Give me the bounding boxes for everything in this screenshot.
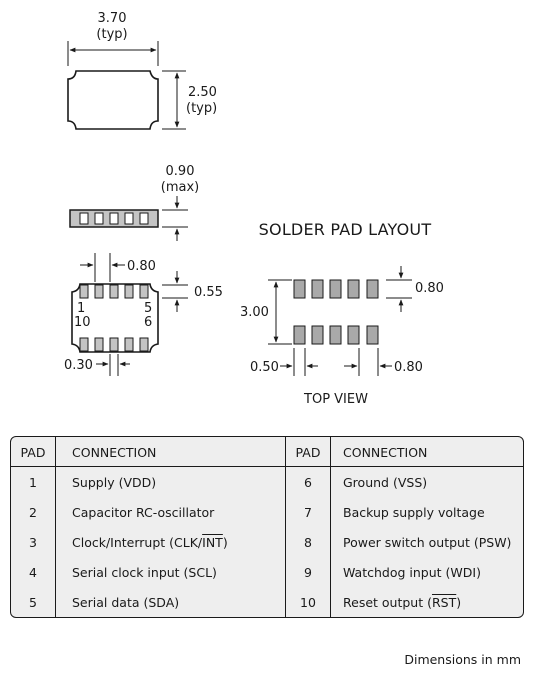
top-height-label: 2.50 — [188, 85, 217, 100]
solder-layout-title: SOLDER PAD LAYOUT — [259, 220, 432, 239]
pad-number-right: 9 — [286, 557, 331, 587]
pin-label-6: 6 — [144, 315, 152, 330]
connection-right: Ground (VSS) — [331, 467, 523, 497]
row-span-dimension — [268, 279, 292, 345]
top-view-label: TOP VIEW — [303, 392, 368, 407]
table-row: 3 Clock/Interrupt (CLK/INT) 8 Power switch … — [11, 527, 523, 557]
cell-text: Ground (VSS) — [343, 474, 428, 490]
side-view — [69, 209, 159, 228]
pin-pitch-dimension — [80, 253, 125, 282]
pin-label-1: 1 — [77, 301, 85, 316]
solder-pad-pitch-label: 0.80 — [394, 360, 423, 375]
table-header-row: PAD CONNECTION PAD CONNECTION — [11, 437, 523, 467]
connection-left: Serial data (SDA) — [56, 587, 286, 617]
cell-text: ) — [222, 534, 228, 550]
top-width-dimension — [67, 41, 159, 66]
pad-height-label: 0.55 — [194, 285, 223, 300]
connection-left: Capacitor RC-oscillator — [56, 497, 286, 527]
pad-number-right: 10 — [286, 587, 331, 617]
pad-row-height-label: 0.80 — [415, 281, 444, 296]
table-row: 1 Supply (VDD) 6 Ground (VSS) — [11, 467, 523, 497]
pin-pitch-label: 0.80 — [127, 259, 156, 274]
cell-text: Serial clock input (SCL) — [72, 564, 217, 580]
cell-text: Backup supply voltage — [343, 504, 485, 520]
cell-text: 6 — [304, 474, 312, 490]
pad-number-left: 1 — [11, 467, 56, 497]
pad-number-left: 2 — [11, 497, 56, 527]
connection-right: Backup supply voltage — [331, 497, 523, 527]
table-row: 2 Capacitor RC-oscillator 7 Backup supply v… — [11, 497, 523, 527]
pad-number-right: 8 — [286, 527, 331, 557]
header-connection-left: CONNECTION — [56, 437, 286, 467]
bottom-view-outline — [71, 283, 159, 353]
solder-pads-bottom-row — [293, 325, 379, 345]
pad-width-label: 0.30 — [64, 358, 93, 373]
connection-left: Supply (VDD) — [56, 467, 286, 497]
pad-width-dimension — [96, 354, 130, 376]
cell-text: 1 — [29, 474, 37, 490]
cell-text: 10 — [300, 594, 316, 610]
units-note: Dimensions in mm — [404, 652, 521, 667]
top-height-dimension — [162, 70, 186, 130]
cell-text: 2 — [29, 504, 37, 520]
table-row: 4 Serial clock input (SCL) 9 Watchdog input… — [11, 557, 523, 587]
pad-connection-table-container: PAD CONNECTION PAD CONNECTION 1 Supply (V… — [10, 436, 524, 618]
top-width-label: 3.70 — [98, 11, 127, 26]
cell-text: 9 — [304, 564, 312, 580]
row-span-label: 3.00 — [240, 305, 269, 320]
cell-text: Supply (VDD) — [72, 474, 157, 490]
cell-text: ) — [456, 594, 462, 610]
header-pad-left: PAD — [11, 437, 56, 467]
cell-text: Clock/Interrupt (CLK/ — [72, 534, 203, 550]
overlined-signal: INT — [202, 534, 223, 550]
connection-right: Watchdog input (WDI) — [331, 557, 523, 587]
header-pad-right: PAD — [286, 437, 331, 467]
cell-text: 8 — [304, 534, 312, 550]
side-thickness-note: (max) — [161, 180, 199, 195]
cell-text: 4 — [29, 564, 37, 580]
pad-number-right: 6 — [286, 467, 331, 497]
side-thickness-label: 0.90 — [166, 164, 195, 179]
pad-number-right: 7 — [286, 497, 331, 527]
cell-text: Reset output ( — [343, 594, 432, 610]
cell-text: 5 — [29, 594, 37, 610]
pin-label-5: 5 — [144, 301, 152, 316]
table-body: 1 Supply (VDD) 6 Ground (VSS) 2 Capacitor RC-… — [11, 467, 523, 617]
solder-pad-pitch-dimension — [344, 348, 392, 376]
cell-text: 3 — [29, 534, 37, 550]
cell-text: Serial data (SDA) — [72, 594, 180, 610]
pad-connection-table: PAD CONNECTION PAD CONNECTION 1 Supply (V… — [10, 436, 524, 618]
pad-row-height-dimension — [386, 266, 412, 312]
solder-pad-width-dimension — [280, 348, 318, 376]
connection-right: Reset output (RST) — [331, 587, 523, 617]
table-row: 5 Serial data (SDA) 10 Reset output (RST) — [11, 587, 523, 617]
connection-left: Serial clock input (SCL) — [56, 557, 286, 587]
cell-text: Capacitor RC-oscillator — [72, 504, 215, 520]
pin-label-10: 10 — [74, 315, 91, 330]
side-thickness-dimension — [162, 196, 188, 241]
solder-pad-width-label: 0.50 — [250, 360, 279, 375]
pad-number-left: 5 — [11, 587, 56, 617]
connection-left: Clock/Interrupt (CLK/INT) — [56, 527, 286, 557]
solder-pads-top-row — [293, 279, 379, 299]
pad-number-left: 3 — [11, 527, 56, 557]
header-connection-right: CONNECTION — [331, 437, 523, 467]
pad-height-dimension — [162, 271, 188, 312]
overlined-signal: RST — [431, 594, 457, 610]
cell-text: Power switch output (PSW) — [343, 534, 512, 550]
pad-number-left: 4 — [11, 557, 56, 587]
cell-text: 7 — [304, 504, 312, 520]
cell-text: Watchdog input (WDI) — [343, 564, 481, 580]
connection-right: Power switch output (PSW) — [331, 527, 523, 557]
top-height-note: (typ) — [186, 101, 217, 116]
package-drawing: 3.70 (typ) 2.50 (typ) 0.90 (max) 0.80 — [64, 11, 444, 407]
top-width-note: (typ) — [96, 27, 127, 42]
top-view-outline — [67, 70, 159, 130]
